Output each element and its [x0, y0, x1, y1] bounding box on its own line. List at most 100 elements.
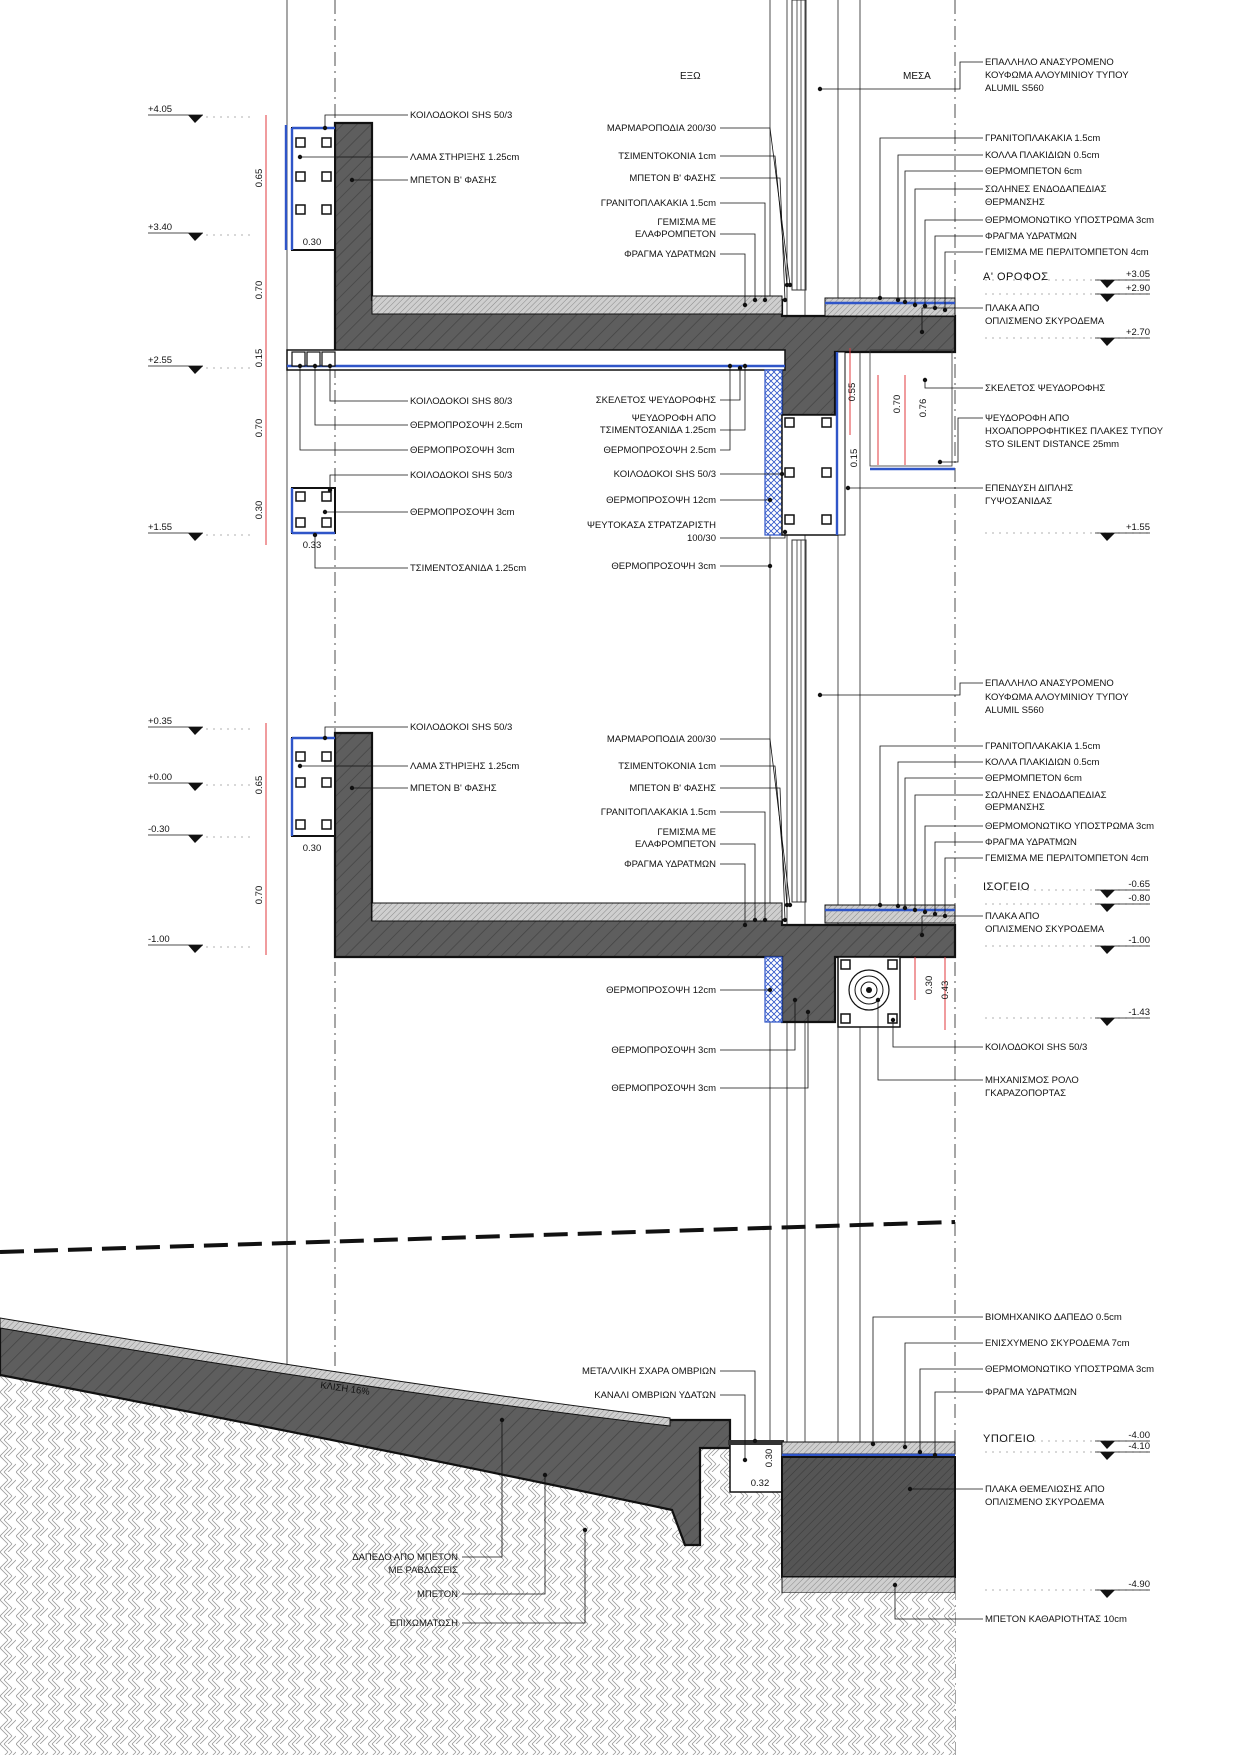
- basement-label-7-text: ΜΕΤΑΛΛΙΚΗ ΣΧΑΡΑ ΟΜΒΡΙΩΝ: [582, 1366, 716, 1377]
- basement-label-9-text: ΔΑΠΕΔΟ ΑΠΟ ΜΠΕΤΟΝ: [352, 1552, 458, 1563]
- right-lower-label-10-text: ΓΕΜΙΣΜΑ ΜΕ ΠΕΡΛΙΤΟΜΠΕΤΟΝ 4cm: [985, 853, 1149, 864]
- left-label-10: ΛΑΜΑ ΣΤΗΡΙΞΗΣ 1.25cm: [297, 761, 519, 772]
- mid-upper-label-1-text: ΤΣΙΜΕΝΤΟΚΟΝΙΑ 1cm: [618, 151, 716, 162]
- mid-lower-label-6: ΦΡΑΓΜΑ ΥΔΡΑΤΜΩΝ: [624, 859, 748, 928]
- mid-upper-label-14: 100/30: [687, 529, 788, 544]
- basement-label-6-text: ΜΠΕΤΟΝ ΚΑΘΑΡΙΟΤΗΤΑΣ 10cm: [985, 1614, 1127, 1625]
- mid-lower-label-0: ΜΑΡΜΑΡΟΠΟΔΙΑ 200/30: [607, 734, 793, 908]
- right-upper-label-4-text: ΚΟΛΛΑ ΠΛΑΚΙΔΙΩΝ 0.5cm: [985, 150, 1099, 161]
- level-right-3: +1.55: [985, 522, 1150, 541]
- right-upper-label-10: ΓΕΜΙΣΜΑ ΜΕ ΠΕΡΛΙΤΟΜΠΕΤΟΝ 4cm: [942, 247, 1149, 313]
- mid-upper-label-9-text: ΤΣΙΜΕΝΤΟΣΑΝΙΔΑ 1.25cm: [600, 425, 716, 436]
- right-upper-label-5-text: ΘΕΡΜΟΜΠΕΤΟΝ 6cm: [985, 166, 1082, 177]
- left-label-5: ΘΕΡΜΟΠΡΟΣΟΨΗ 3cm: [297, 363, 515, 456]
- level-left-1-text: +3.40: [148, 222, 172, 233]
- level-right-2: +2.70: [985, 327, 1150, 346]
- mid-upper-label-0-text: ΜΑΡΜΑΡΟΠΟΔΙΑ 200/30: [607, 123, 716, 134]
- level-right-0: +3.05: [985, 269, 1150, 288]
- left-label-0-text: ΚΟΙΛΟΔΟΚΟΙ SHS 50/3: [410, 110, 512, 121]
- basement-label-0: ΒΙΟΜΗΧΑΝΙΚΟ ΔΑΠΕΔΟ 0.5cm: [870, 1312, 1122, 1447]
- level-left-3: +1.55: [148, 522, 253, 541]
- right-upper-label-4: ΚΟΛΛΑ ΠΛΑΚΙΔΙΩΝ 0.5cm: [895, 150, 1099, 303]
- basement-label-7: ΜΕΤΑΛΛΙΚΗ ΣΧΑΡΑ ΟΜΒΡΙΩΝ: [582, 1366, 758, 1444]
- level-right-2-text: +2.70: [1126, 327, 1150, 338]
- right-upper-label-14: ΨΕΥΔΟΡΟΦΗ ΑΠΟ: [937, 413, 1069, 465]
- left-label-2: ΜΠΕΤΟΝ Β' ΦΑΣΗΣ: [349, 175, 497, 186]
- level-right-7-text: -1.43: [1128, 1007, 1150, 1018]
- basement-label-5-text: ΟΠΛΙΣΜΕΝΟ ΣΚΥΡΟΔΕΜΑ: [985, 1497, 1105, 1508]
- mid-upper-label-11: ΚΟΙΛΟΔΟΚΟΙ SHS 50/3: [614, 469, 785, 480]
- mid-upper-label-3: ΓΡΑΝΙΤΟΠΛΑΚΑΚΙΑ 1.5cm: [601, 198, 768, 303]
- basement-label-5: ΟΠΛΙΣΜΕΝΟ ΣΚΥΡΟΔΕΜΑ: [985, 1497, 1105, 1508]
- inside-header: ΜΕΣΑ: [903, 71, 931, 82]
- right-upper-label-5: ΘΕΡΜΟΜΠΕΤΟΝ 6cm: [902, 166, 1082, 305]
- right-upper-label-12: ΟΠΛΙΣΜΕΝΟ ΣΚΥΡΟΔΕΜΑ: [985, 316, 1105, 327]
- dimension-0: 0.65: [254, 169, 265, 188]
- mid-lower-label-4: ΓΕΜΙΣΜΑ ΜΕ: [657, 827, 716, 838]
- dimension-3: 0.70: [254, 419, 265, 438]
- dimension-14: 0.30: [924, 976, 935, 995]
- basement-label-2: ΘΕΡΜΟΜΟΝΩΤΙΚΟ ΥΠΟΣΤΡΩΜΑ 3cm: [917, 1364, 1154, 1455]
- left-label-11-text: ΜΠΕΤΟΝ Β' ΦΑΣΗΣ: [410, 783, 497, 794]
- right-upper-label-7: ΘΕΡΜΑΝΣΗΣ: [985, 197, 1045, 208]
- mid-upper-label-6: ΦΡΑΓΜΑ ΥΔΡΑΤΜΩΝ: [624, 249, 748, 308]
- right-upper-label-16-text: STO SILENT DISTANCE 25mm: [985, 439, 1119, 450]
- right-upper-label-6-text: ΣΩΛΗΝΕΣ ΕΝΔΟΔΑΠΕΔΙΑΣ: [985, 184, 1107, 195]
- mid-lower-label-3-text: ΓΡΑΝΙΤΟΠΛΑΚΑΚΙΑ 1.5cm: [601, 807, 716, 818]
- right-upper-label-8: ΘΕΡΜΟΜΟΝΩΤΙΚΟ ΥΠΟΣΤΡΩΜΑ 3cm: [922, 215, 1154, 309]
- level-right-10: -4.90: [985, 1579, 1150, 1598]
- dimension-11: 0.70: [892, 395, 903, 414]
- mid-lower-label-5: ΕΛΑΦΡΟΜΠΕΤΟΝ: [635, 839, 758, 923]
- mid-upper-label-11-text: ΚΟΙΛΟΔΟΚΟΙ SHS 50/3: [614, 469, 716, 480]
- basement-label-12: ΕΠΙΧΩΜΑΤΩΣΗ: [390, 1527, 588, 1629]
- left-label-9: ΚΟΙΛΟΔΟΚΟΙ SHS 50/3: [322, 722, 512, 741]
- right-upper-label-7-text: ΘΕΡΜΑΝΣΗΣ: [985, 197, 1045, 208]
- right-lower-label-6: ΣΩΛΗΝΕΣ ΕΝΔΟΔΑΠΕΔΙΑΣ: [912, 790, 1107, 913]
- right-upper-label-12-text: ΟΠΛΙΣΜΕΝΟ ΣΚΥΡΟΔΕΜΑ: [985, 316, 1105, 327]
- right-upper-label-18: ΓΥΨΟΣΑΝΙΔΑΣ: [985, 496, 1052, 507]
- dimension-17: 0.32: [751, 1478, 770, 1489]
- dimension-6: 0.33: [303, 540, 322, 551]
- left-label-11: ΜΠΕΤΟΝ Β' ΦΑΣΗΣ: [349, 783, 497, 794]
- left-label-3-text: ΚΟΙΛΟΔΟΚΟΙ SHS 80/3: [410, 396, 512, 407]
- mid-lower-label-9: ΘΕΡΜΟΠΡΟΣΟΨΗ 3cm: [611, 1009, 811, 1094]
- floor-basement: ΥΠΟΓΕΙΟ: [983, 1433, 1035, 1445]
- level-left-5-text: +0.00: [148, 772, 172, 783]
- left-label-3: ΚΟΙΛΟΔΟΚΟΙ SHS 80/3: [327, 363, 512, 407]
- level-right-6-text: -1.00: [1128, 935, 1150, 946]
- floor-ground: ΙΣΟΓΕΙΟ: [983, 881, 1030, 893]
- mid-upper-label-9: ΤΣΙΜΕΝΤΟΣΑΝΙΔΑ 1.25cm: [600, 363, 748, 436]
- mid-upper-label-12: ΘΕΡΜΟΠΡΟΣΟΨΗ 12cm: [606, 495, 773, 506]
- basement-label-11: ΜΠΕΤΟΝ: [417, 1472, 548, 1600]
- right-lower-label-11-text: ΠΛΑΚΑ ΑΠΟ: [985, 911, 1039, 922]
- level-right-1-text: +2.90: [1126, 283, 1150, 294]
- outside-header: ΕΞΩ: [680, 71, 701, 82]
- level-right-5-text: -0.80: [1128, 893, 1150, 904]
- basement-label-12-text: ΕΠΙΧΩΜΑΤΩΣΗ: [390, 1618, 458, 1629]
- right-upper-label-8-text: ΘΕΡΜΟΜΟΝΩΤΙΚΟ ΥΠΟΣΤΡΩΜΑ 3cm: [985, 215, 1154, 226]
- mid-lower-label-7: ΘΕΡΜΟΠΡΟΣΟΨΗ 12cm: [606, 985, 773, 996]
- right-upper-label-9-text: ΦΡΑΓΜΑ ΥΔΡΑΤΜΩΝ: [985, 231, 1077, 242]
- right-lower-label-8-text: ΘΕΡΜΟΜΟΝΩΤΙΚΟ ΥΠΟΣΤΡΩΜΑ 3cm: [985, 821, 1154, 832]
- mid-upper-label-13: ΨΕΥΤΟΚΑΣΑ ΣΤΡΑΤΖΑΡΙΣΤΗ: [587, 520, 716, 531]
- right-lower-label-12-text: ΟΠΛΙΣΜΕΝΟ ΣΚΥΡΟΔΕΜΑ: [985, 924, 1105, 935]
- mid-upper-label-4-text: ΓΕΜΙΣΜΑ ΜΕ: [657, 217, 716, 228]
- mid-upper-label-3-text: ΓΡΑΝΙΤΟΠΛΑΚΑΚΙΑ 1.5cm: [601, 198, 716, 209]
- right-lower-label-4: ΚΟΛΛΑ ΠΛΑΚΙΔΙΩΝ 0.5cm: [895, 757, 1099, 909]
- level-left-4: +0.35: [148, 716, 253, 735]
- mid-lower-label-8: ΘΕΡΜΟΠΡΟΣΟΨΗ 3cm: [611, 997, 798, 1056]
- basement-label-9: ΔΑΠΕΔΟ ΑΠΟ ΜΠΕΤΟΝ: [352, 1417, 505, 1563]
- right-upper-label-3: ΓΡΑΝΙΤΟΠΛΑΚΑΚΙΑ 1.5cm: [877, 133, 1100, 301]
- basement-label-4: ΠΛΑΚΑ ΘΕΜΕΛΙΩΣΗΣ ΑΠΟ: [907, 1484, 1105, 1495]
- mid-upper-label-6-text: ΦΡΑΓΜΑ ΥΔΡΑΤΜΩΝ: [624, 249, 716, 260]
- right-lower-label-4-text: ΚΟΛΛΑ ΠΛΑΚΙΔΙΩΝ 0.5cm: [985, 757, 1099, 768]
- basement-label-1: ΕΝΙΣΧΥΜΕΝΟ ΣΚΥΡΟΔΕΜΑ 7cm: [902, 1338, 1130, 1450]
- mid-upper-label-10-text: ΘΕΡΜΟΠΡΟΣΟΨΗ 2.5cm: [603, 445, 716, 456]
- level-right-5: -0.80: [985, 893, 1150, 912]
- level-left-3-text: +1.55: [148, 522, 172, 533]
- right-lower-label-0-text: ΕΠΑΛΛΗΛΟ ΑΝΑΣΥΡΟΜΕΝΟ: [985, 678, 1114, 689]
- basement-label-1-text: ΕΝΙΣΧΥΜΕΝΟ ΣΚΥΡΟΔΕΜΑ 7cm: [985, 1338, 1130, 1349]
- level-left-6-text: -0.30: [148, 824, 170, 835]
- dimension-4: 0.30: [254, 501, 265, 520]
